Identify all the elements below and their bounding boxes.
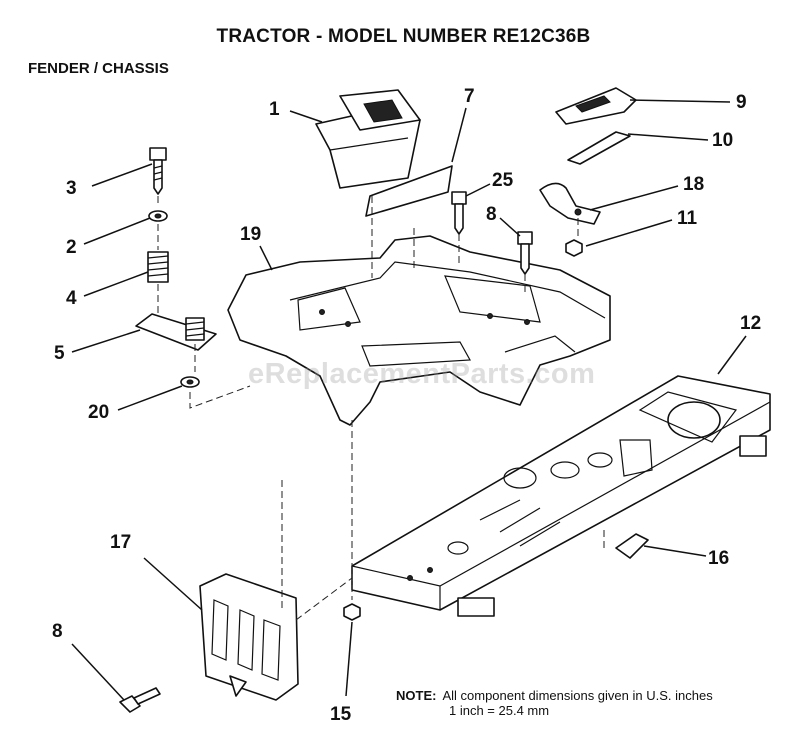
nut-part-15[interactable] — [343, 603, 361, 621]
washer-part-20[interactable] — [180, 376, 200, 388]
section-title: FENDER / CHASSIS — [28, 60, 169, 77]
bracket-part-9[interactable] — [555, 87, 637, 125]
callout-11: 11 — [677, 208, 698, 229]
watermark: eReplacementParts.com — [248, 358, 596, 390]
callout-1: 1 — [269, 99, 280, 120]
mounting-plate-part-17[interactable] — [199, 573, 299, 701]
callout-16: 16 — [708, 548, 730, 569]
callout-18: 18 — [683, 174, 705, 195]
dimensions-note: NOTE: All component dimensions given in U… — [396, 688, 713, 718]
plate-part-10[interactable] — [567, 131, 631, 165]
callout-9: 9 — [736, 92, 747, 113]
bolt-part-8-upper[interactable] — [517, 231, 533, 275]
note-line-1: All component dimensions given in U.S. i… — [442, 688, 713, 703]
callout-5: 5 — [54, 343, 65, 364]
diagram-title: TRACTOR - MODEL NUMBER RE12C36B — [216, 26, 591, 47]
callout-3: 3 — [66, 178, 77, 199]
clamp-part-18[interactable] — [539, 182, 601, 225]
callout-8-upper: 8 — [486, 204, 497, 225]
battery-box-part[interactable] — [315, 89, 421, 189]
bolt-part-8-lower[interactable] — [119, 687, 161, 713]
callout-20: 20 — [88, 402, 110, 423]
note-line-2: 1 inch = 25.4 mm — [449, 703, 550, 718]
callout-10: 10 — [712, 130, 734, 151]
callout-leaders — [71, 99, 747, 701]
callout-17: 17 — [110, 532, 132, 553]
chassis-frame-part[interactable] — [351, 375, 771, 617]
fender-part[interactable] — [227, 235, 611, 426]
callout-8-lower: 8 — [52, 621, 63, 642]
callout-25: 25 — [492, 170, 514, 191]
callout-15: 15 — [330, 704, 352, 725]
assembly-lines — [157, 196, 605, 621]
spring-part-4[interactable] — [147, 251, 169, 283]
callout-4: 4 — [66, 288, 77, 309]
bolt-part-25[interactable] — [451, 191, 467, 235]
bracket-part-16[interactable] — [615, 533, 649, 559]
decal-part[interactable] — [365, 165, 453, 217]
note-label: NOTE: — [396, 688, 437, 703]
callout-19: 19 — [240, 224, 262, 245]
callout-7: 7 — [464, 86, 475, 107]
bolt-part-3[interactable] — [149, 147, 167, 195]
washer-part-2[interactable] — [148, 210, 168, 222]
plate-part-5[interactable] — [135, 313, 217, 351]
nut-part-11[interactable] — [565, 239, 583, 257]
callout-12: 12 — [740, 313, 762, 334]
callout-2: 2 — [66, 237, 77, 258]
